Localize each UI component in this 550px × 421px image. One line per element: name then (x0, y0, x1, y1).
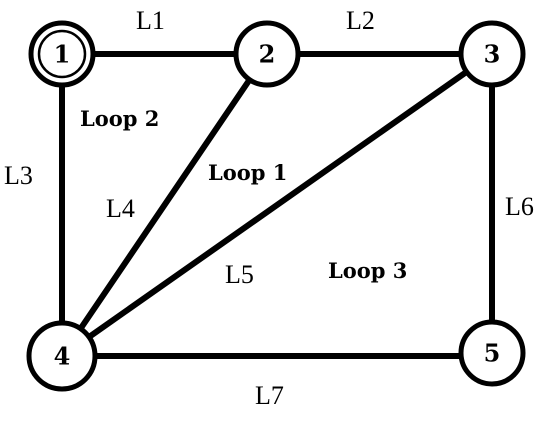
node-5-circle (458, 319, 526, 387)
edge-labels: L1 L2 L3 L4 L5 L6 L7 (4, 6, 534, 410)
node-2-circle (233, 20, 301, 88)
edge-label-l7: L7 (255, 381, 284, 410)
loop-labels: Loop 1 Loop 2 Loop 3 (80, 106, 407, 283)
edge-label-l2: L2 (346, 6, 375, 35)
node-1: 1 (28, 20, 96, 88)
node-2-label: 2 (259, 40, 276, 69)
nodes: 1 2 3 4 5 (26, 20, 526, 392)
node-4-circle (26, 320, 98, 392)
edge-l5 (59, 51, 495, 359)
node-3-label: 3 (484, 40, 501, 69)
edge-label-l3: L3 (4, 161, 33, 190)
node-1-label: 1 (54, 40, 71, 69)
edge-label-l5: L5 (225, 260, 254, 289)
edge-label-l1: L1 (136, 6, 165, 35)
node-4-label: 4 (54, 342, 71, 371)
loop-label-3: Loop 3 (328, 258, 407, 283)
edges (59, 51, 495, 359)
node-2: 2 (233, 20, 301, 88)
edge-label-l6: L6 (505, 192, 534, 221)
loop-label-2: Loop 2 (80, 106, 159, 131)
edge-label-l4: L4 (106, 194, 135, 223)
loop-label-1: Loop 1 (208, 160, 287, 185)
node-4: 4 (26, 320, 98, 392)
node-5: 5 (458, 319, 526, 387)
node-1-inner-circle (37, 29, 87, 79)
node-3: 3 (458, 20, 526, 88)
node-3-circle (458, 20, 526, 88)
node-5-label: 5 (484, 339, 501, 368)
edge-l4 (59, 51, 270, 359)
